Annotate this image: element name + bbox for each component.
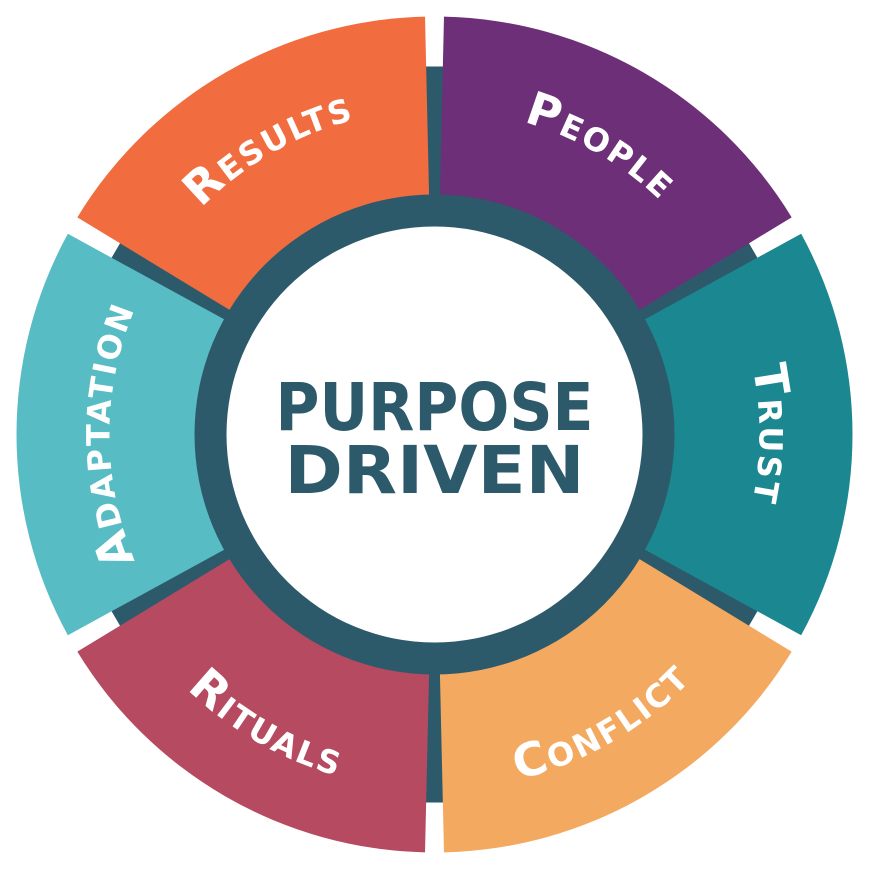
segment-adaptation: Adaptation [16,233,255,636]
segment-trust-label: Trust [742,360,803,510]
center-title-line1: PURPOSE [276,369,594,446]
segment-trust: Trust [614,233,853,636]
center-circle [226,226,643,643]
center-title-line2: DRIVEN [285,432,585,509]
segment-adaptation-shape [16,233,255,636]
center-hub: PURPOSE DRIVEN [194,194,675,675]
segment-trust-shape [614,233,853,636]
